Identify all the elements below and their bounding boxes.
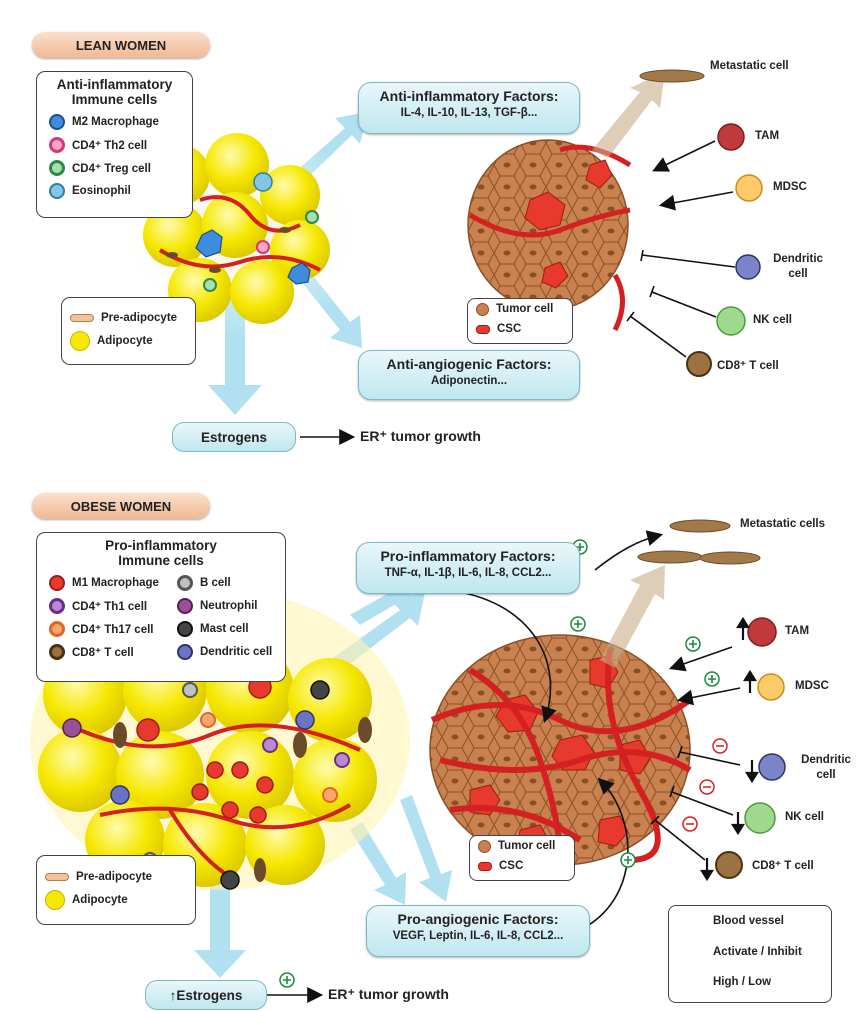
tumor-cell-label: Tumor cell bbox=[496, 303, 554, 315]
csc-label: CSC bbox=[497, 323, 522, 335]
lean-adipose-legend: Pre-adipocyte Adipocyte bbox=[61, 297, 196, 365]
neutrophil-label: Neutrophil bbox=[200, 599, 258, 612]
lean-legend-title-1: Anti-inflammatory bbox=[56, 77, 173, 92]
anti-angiogenic-items: Adiponectin... bbox=[430, 375, 508, 387]
obese-er-growth-label: ER⁺ tumor growth bbox=[328, 986, 449, 1002]
obese-tam-label: TAM bbox=[785, 625, 810, 637]
b-cell-icon bbox=[177, 574, 193, 591]
pre-adipocyte-icon bbox=[70, 313, 94, 322]
dendritic-cell-icon bbox=[177, 643, 193, 660]
obese-nk-cell-label: NK cell bbox=[785, 811, 824, 823]
m1-macrophage-icon bbox=[49, 574, 65, 591]
treg-cell-label: CD4⁺ Treg cell bbox=[72, 162, 151, 175]
cd8-t-cell-icon bbox=[49, 643, 65, 660]
cd8-t-cell-legend-label: CD8⁺ T cell bbox=[72, 646, 134, 659]
obese-pre-adipocyte-label: Pre-adipocyte bbox=[76, 870, 153, 883]
treg-cell-icon bbox=[49, 159, 65, 176]
pro-inflammatory-factors-box: Pro-inflammatory Factors: TNF-α, IL-1β, … bbox=[356, 542, 580, 594]
lean-tam-label: TAM bbox=[755, 130, 780, 142]
anti-angiogenic-title: Anti-angiogenic Factors: bbox=[386, 356, 552, 372]
th17-cell-label: CD4⁺ Th17 cell bbox=[72, 623, 154, 636]
lean-nk-cell-label: NK cell bbox=[753, 314, 792, 326]
obese-tumor-cell-icon bbox=[478, 839, 491, 853]
m2-macrophage-label: M2 Macrophage bbox=[72, 115, 159, 128]
neutrophil-icon bbox=[177, 597, 193, 614]
pro-angiogenic-items: VEGF, Leptin, IL-6, IL-8, CCL2... bbox=[392, 930, 564, 942]
tumor-cell-icon bbox=[476, 302, 489, 316]
lean-legend-title-2: Immune cells bbox=[71, 92, 158, 107]
adipocyte-icon bbox=[70, 330, 90, 351]
anti-inflammatory-items: IL-4, IL-10, IL-13, TGF-β... bbox=[400, 107, 538, 119]
th2-cell-icon bbox=[49, 136, 65, 153]
obese-adipose-legend: Pre-adipocyte Adipocyte bbox=[36, 855, 196, 925]
lean-immune-legend: Anti-inflammatory Immune cells M2 Macrop… bbox=[36, 71, 193, 218]
obese-metastatic-cell-shapes bbox=[637, 519, 761, 565]
eosinophil-icon bbox=[49, 182, 65, 199]
th1-cell-label: CD4⁺ Th1 cell bbox=[72, 600, 148, 613]
pro-angiogenic-factors-box: Pro-angiogenic Factors: VEGF, Leptin, IL… bbox=[366, 905, 590, 957]
obese-mdsc-label: MDSC bbox=[795, 680, 829, 692]
lean-metastatic-cell-label: Metastatic cell bbox=[710, 60, 789, 72]
lean-mdsc-label: MDSC bbox=[773, 181, 807, 193]
obese-legend-title-1: Pro-inflammatory bbox=[105, 538, 217, 553]
obese-estrogens-pill: ↑Estrogens bbox=[145, 980, 267, 1010]
obese-pre-adipocyte-icon bbox=[45, 872, 69, 881]
mast-cell-icon bbox=[177, 620, 193, 637]
anti-inflammatory-factors-box: Anti-inflammatory Factors: IL-4, IL-10, … bbox=[358, 82, 580, 134]
csc-icon bbox=[476, 324, 490, 334]
pre-adipocyte-label: Pre-adipocyte bbox=[101, 311, 178, 324]
dendritic-cell-legend-label: Dendritic cell bbox=[200, 645, 273, 658]
pro-inflammatory-title: Pro-inflammatory Factors: bbox=[380, 548, 556, 564]
obese-effector-arrows bbox=[267, 530, 741, 1003]
obese-adipocyte-label: Adipocyte bbox=[72, 893, 128, 906]
mast-cell-label: Mast cell bbox=[200, 622, 249, 635]
anti-angiogenic-factors-box: Anti-angiogenic Factors: Adiponectin... bbox=[358, 350, 580, 400]
obese-women-tag: OBESE WOMEN bbox=[32, 493, 210, 519]
adipocyte-label: Adipocyte bbox=[97, 334, 153, 347]
key-legend: Blood vessel Activate / Inhibit High / L… bbox=[668, 905, 832, 1003]
lean-dendritic-cell-label: Dendritic cell bbox=[773, 253, 823, 280]
lean-estrogens-pill: Estrogens bbox=[172, 422, 296, 452]
obese-immune-cells-right bbox=[715, 617, 786, 879]
obese-csc-label: CSC bbox=[499, 860, 524, 872]
lean-women-tag: LEAN WOMEN bbox=[32, 32, 210, 58]
obese-tumor-cell-label: Tumor cell bbox=[498, 840, 556, 852]
b-cell-label: B cell bbox=[200, 576, 231, 589]
lean-er-growth-label: ER⁺ tumor growth bbox=[360, 428, 481, 444]
obese-dendritic-cell-label: Dendritic cell bbox=[801, 754, 851, 781]
lean-tumor bbox=[467, 139, 632, 332]
pro-angiogenic-title: Pro-angiogenic Factors: bbox=[397, 911, 559, 927]
m1-macrophage-label: M1 Macrophage bbox=[72, 576, 159, 589]
activate-inhibit-label: Activate / Inhibit bbox=[713, 946, 802, 958]
m2-macrophage-icon bbox=[49, 113, 65, 130]
lean-metastasis-arrow bbox=[592, 72, 665, 158]
obese-tumor-legend: Tumor cell CSC bbox=[469, 835, 575, 881]
lean-metastatic-cell-shape bbox=[639, 69, 705, 83]
obese-cd8-t-cell-label: CD8⁺ T cell bbox=[752, 860, 814, 872]
obese-metastatic-cells-label: Metastatic cells bbox=[740, 518, 826, 530]
obese-adipocyte-icon bbox=[45, 889, 65, 910]
eosinophil-label: Eosinophil bbox=[72, 184, 131, 197]
th2-cell-label: CD4⁺ Th2 cell bbox=[72, 139, 148, 152]
lean-tumor-legend: Tumor cell CSC bbox=[467, 298, 573, 344]
lean-cd8-t-cell-label: CD8⁺ T cell bbox=[717, 360, 779, 372]
obese-csc-icon bbox=[478, 861, 492, 871]
anti-inflammatory-title: Anti-inflammatory Factors: bbox=[379, 88, 559, 104]
obese-legend-title-2: Immune cells bbox=[118, 553, 204, 568]
th1-cell-icon bbox=[49, 597, 65, 614]
obese-metastasis-arrow bbox=[600, 565, 665, 668]
blood-vessel-label: Blood vessel bbox=[713, 915, 784, 927]
obese-immune-legend: Pro-inflammatory Immune cells M1 Macroph… bbox=[36, 532, 286, 682]
th17-cell-icon bbox=[49, 620, 65, 637]
lean-effector-arrows bbox=[300, 140, 736, 445]
lean-immune-cells-right bbox=[686, 123, 763, 377]
pro-inflammatory-items: TNF-α, IL-1β, IL-6, IL-8, CCL2... bbox=[384, 567, 552, 579]
obese-tumor bbox=[429, 634, 692, 866]
high-low-label: High / Low bbox=[713, 976, 772, 988]
